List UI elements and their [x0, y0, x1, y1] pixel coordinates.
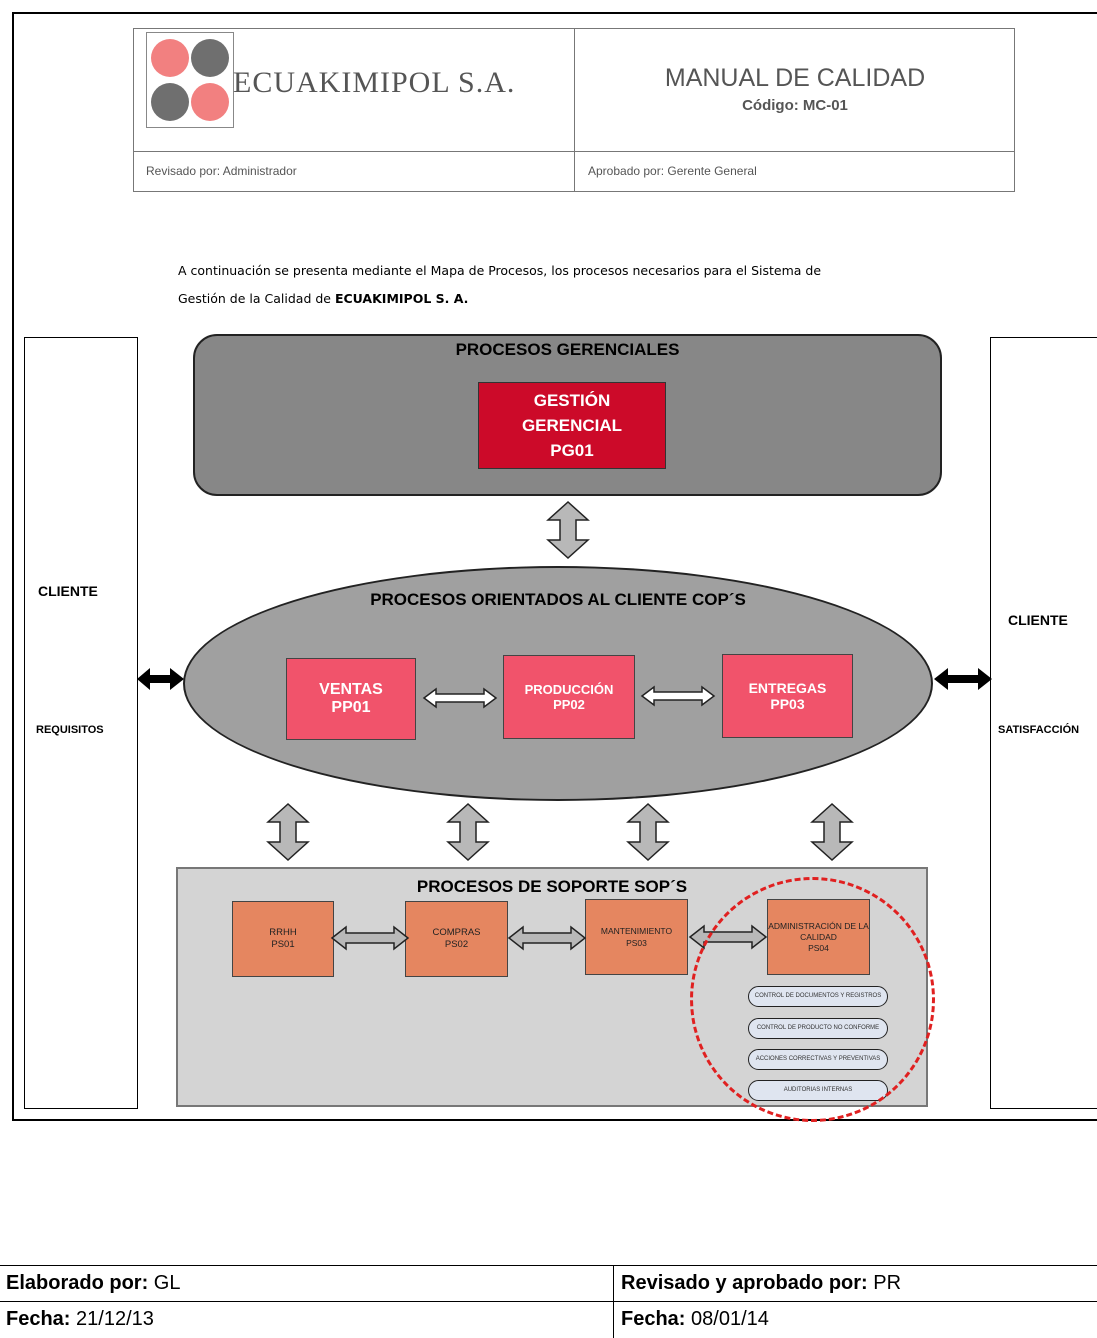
- gestion-line: GERENCIAL: [521, 416, 623, 435]
- header-divider: [574, 28, 575, 192]
- gestion-line: GESTIÓN: [533, 391, 611, 410]
- arrow-client-right: [934, 668, 992, 690]
- requirements-label: REQUISITOS: [36, 724, 104, 736]
- entregas-code: PP03: [770, 696, 805, 712]
- footer-date-1-label: Fecha:: [6, 1308, 71, 1330]
- footer-made-by: Elaborado por: GL: [6, 1272, 180, 1295]
- logo-circle: [151, 39, 189, 77]
- intro-company: ECUAKIMIPOL S. A.: [334, 291, 469, 306]
- intro-line-2: Gestión de la Calidad de ECUAKIMIPOL S. …: [178, 291, 1038, 306]
- rrhh-code: PS01: [271, 939, 295, 950]
- client-satisfaction-box: [990, 337, 1097, 1109]
- rrhh-name: RRHH: [269, 927, 297, 938]
- customer-processes-title: PROCESOS ORIENTADOS AL CLIENTE COP´S: [370, 590, 746, 609]
- footer-date-2-value: 08/01/14: [685, 1308, 769, 1330]
- gestion-code: PG01: [550, 441, 594, 460]
- footer-reviewed-label: Revisado y aprobado por:: [621, 1272, 868, 1294]
- reviewed-by: Revisado por: Administrador: [146, 164, 297, 178]
- produccion-code: PP02: [553, 697, 585, 712]
- header-divider: [133, 151, 1015, 152]
- logo-circle: [191, 83, 229, 121]
- gestion-gerencial-box: GESTIÓN GERENCIAL PG01: [478, 382, 666, 469]
- client-label-right: CLIENTE: [1008, 612, 1068, 628]
- entregas-box: ENTREGAS PP03: [722, 654, 853, 738]
- produccion-name: PRODUCCIÓN: [524, 682, 614, 697]
- footer-made-by-label: Elaborado por:: [6, 1272, 149, 1294]
- highlight-circle: [690, 877, 935, 1122]
- logo-circle: [191, 39, 229, 77]
- arrow-compras-mantenimiento: [508, 926, 586, 950]
- document-frame: [12, 12, 1097, 1121]
- arrow-rrhh-compras: [331, 926, 409, 950]
- ventas-box: VENTAS PP01: [286, 658, 416, 740]
- compras-name: COMPRAS: [432, 927, 481, 938]
- footer-reviewed-value: PR: [867, 1272, 902, 1294]
- footer-date-2: Fecha: 08/01/14: [621, 1308, 769, 1331]
- satisfaction-label: SATISFACCIÓN: [998, 724, 1080, 736]
- compras-code: PS02: [444, 939, 469, 950]
- footer-date-1-value: 21/12/13: [70, 1308, 154, 1330]
- mantenimiento-name: MANTENIMIENTO: [600, 926, 673, 936]
- mantenimiento-code: PS03: [626, 938, 647, 948]
- footer-table: Elaborado por: GL Revisado y aprobado po…: [0, 1265, 1097, 1338]
- footer-made-by-value: GL: [148, 1272, 181, 1294]
- footer-reviewed: Revisado y aprobado por: PR: [621, 1272, 901, 1295]
- entregas-name: ENTREGAS: [748, 680, 827, 696]
- company-logo: [146, 32, 234, 128]
- arrow-client-left: [137, 668, 184, 690]
- client-requirements-box: [24, 337, 138, 1109]
- produccion-box: PRODUCCIÓN PP02: [503, 655, 635, 739]
- compras-box: COMPRAS PS02: [405, 901, 508, 977]
- support-title: PROCESOS DE SOPORTE SOP´S: [416, 877, 688, 896]
- company-name: ECUAKIMIPOL S.A.: [233, 66, 516, 99]
- mantenimiento-box: MANTENIMIENTO PS03: [585, 899, 688, 975]
- management-title: PROCESOS GERENCIALES: [455, 340, 680, 359]
- intro-line-1: A continuación se presenta mediante el M…: [178, 263, 822, 278]
- manual-title: MANUAL DE CALIDAD: [664, 64, 926, 92]
- ventas-name: VENTAS: [319, 681, 383, 698]
- rrhh-box: RRHH PS01: [232, 901, 334, 977]
- intro-line-2-text: Gestión de la Calidad de: [178, 291, 335, 306]
- footer-date-1: Fecha: 21/12/13: [6, 1308, 154, 1331]
- ventas-code: PP01: [331, 699, 371, 716]
- approved-by: Aprobado por: Gerente General: [588, 164, 757, 178]
- footer-date-2-label: Fecha:: [621, 1308, 686, 1330]
- manual-code: Código: MC-01: [742, 97, 848, 114]
- client-label-left: CLIENTE: [38, 583, 98, 599]
- logo-circle: [151, 83, 189, 121]
